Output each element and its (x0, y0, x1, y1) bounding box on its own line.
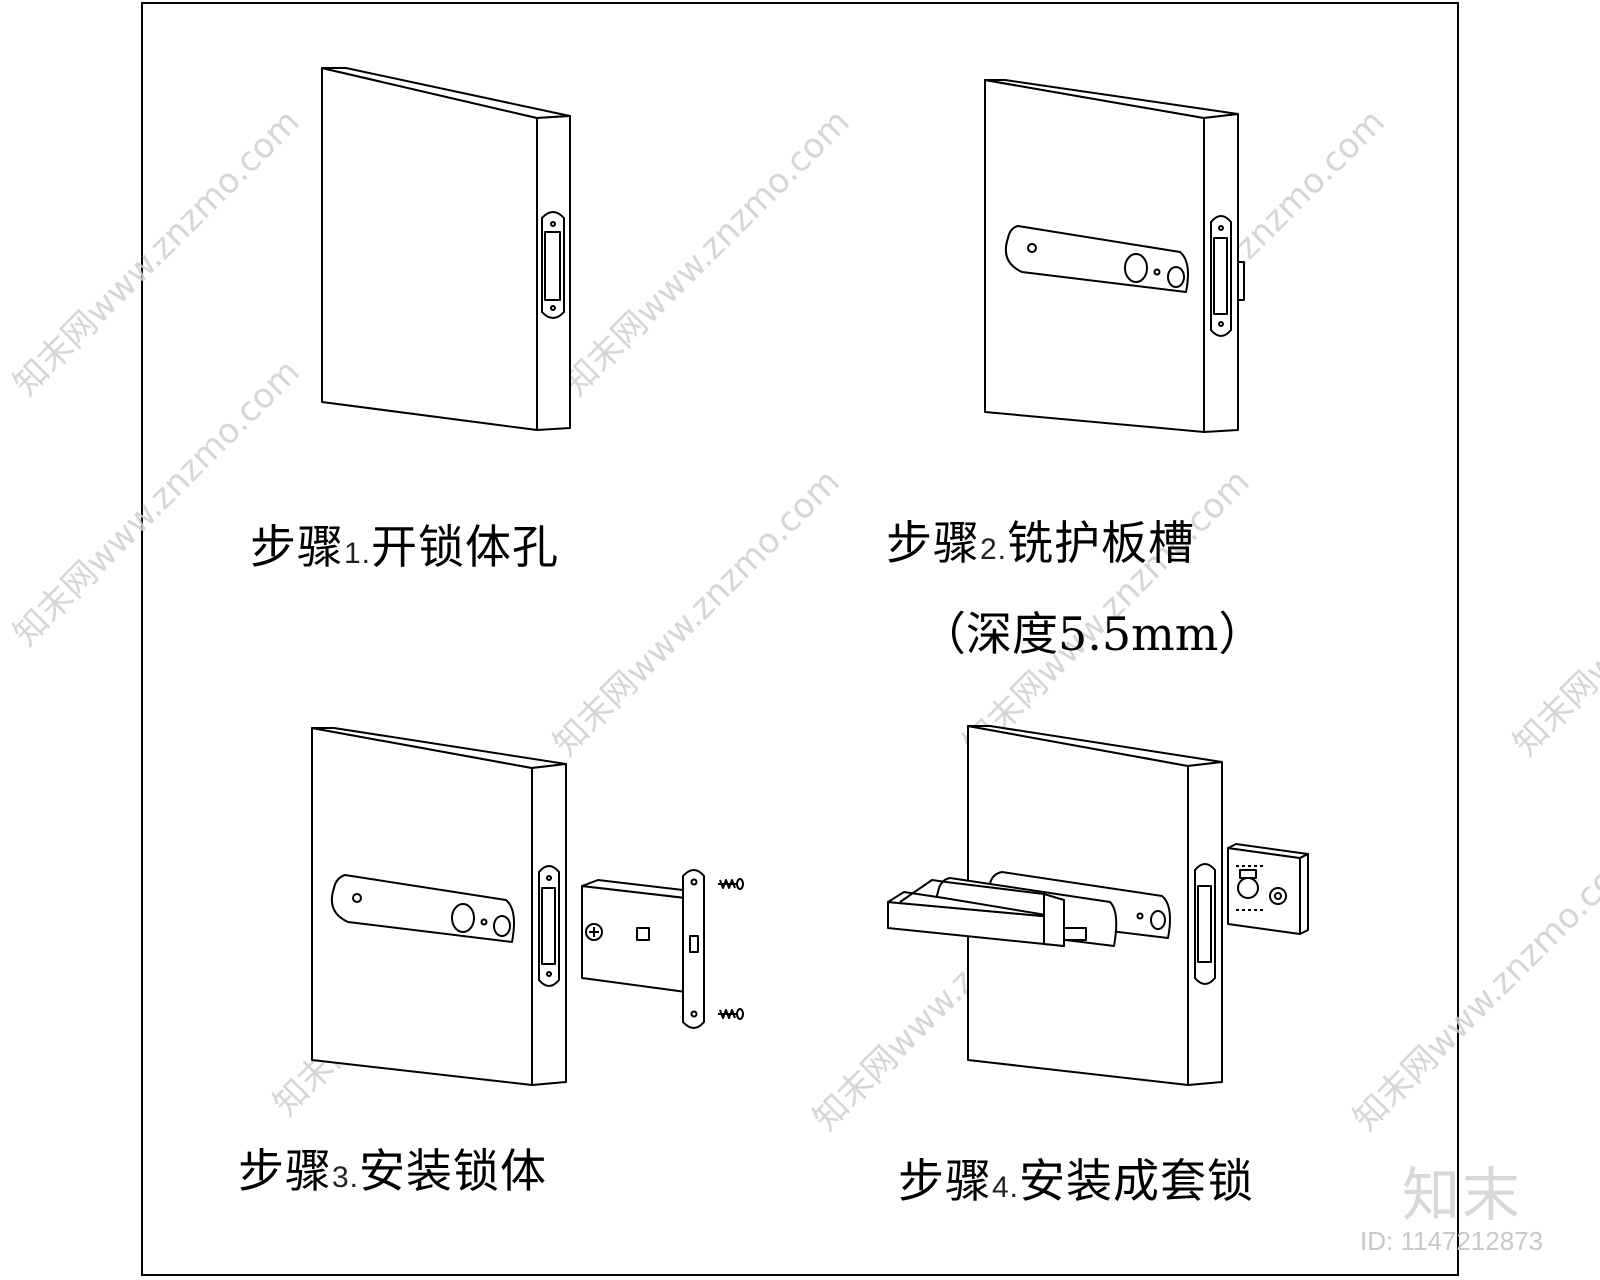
step1-text: 开锁体孔 (371, 520, 560, 574)
step3-door (311, 727, 567, 1086)
step2-label: 步骤2.铣护板槽 (886, 520, 1195, 566)
step2-prefix: 步骤 (886, 516, 980, 570)
lever-handle (887, 879, 1065, 947)
mortise-hole (538, 865, 560, 987)
drawing-frame (141, 2, 1459, 1276)
step4-text: 安装成套锁 (1019, 1154, 1255, 1208)
milled-plate-slot (1004, 225, 1189, 293)
step4-prefix: 步骤 (898, 1154, 992, 1208)
step1-door (321, 67, 571, 431)
inner-lock-assembly (1227, 843, 1309, 935)
mortise-hole (1210, 215, 1245, 337)
step4-label: 步骤4.安装成套锁 (898, 1158, 1254, 1204)
lock-body (581, 869, 705, 1029)
step2-number: 2. (980, 533, 1008, 566)
step3-number: 3. (332, 1161, 360, 1194)
step1-label: 步骤1.开锁体孔 (250, 524, 559, 570)
step2-depth-note: （深度5.5mm） (920, 607, 1265, 661)
milled-plate-slot (330, 874, 515, 943)
step2-door (984, 79, 1245, 433)
step3-text: 安装锁体 (359, 1144, 548, 1198)
screw-bottom (718, 1008, 744, 1020)
mortise-hole (1194, 863, 1216, 985)
step4-number: 4. (992, 1171, 1020, 1204)
brand-logo: 知末 (1402, 1161, 1523, 1229)
step2-text: 铣护板槽 (1007, 516, 1196, 570)
screw-top (718, 878, 744, 890)
mortise-hole (541, 211, 565, 319)
step1-prefix: 步骤 (250, 520, 344, 574)
image-id: ID: 1147212873 (1360, 1226, 1544, 1256)
step3-prefix: 步骤 (238, 1144, 332, 1198)
step3-label: 步骤3.安装锁体 (238, 1148, 547, 1194)
step1-number: 1. (344, 537, 372, 570)
